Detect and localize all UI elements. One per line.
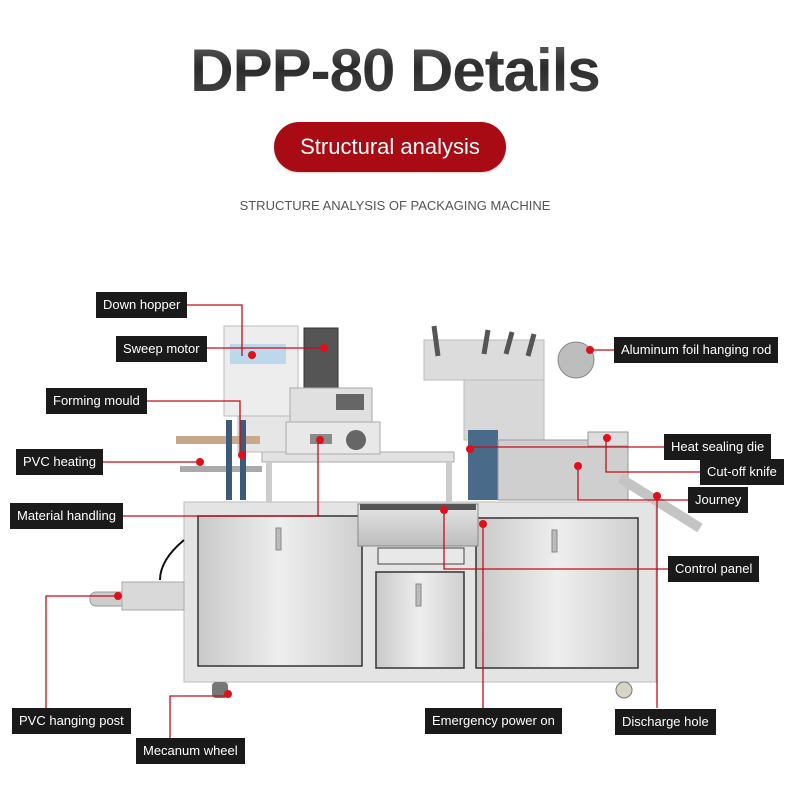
callout-dot bbox=[479, 520, 487, 528]
callout-dot bbox=[466, 445, 474, 453]
wheels bbox=[212, 681, 633, 699]
label-forming-mould: Forming mould bbox=[46, 388, 147, 414]
label-heat-sealing-die: Heat sealing die bbox=[664, 434, 772, 460]
callout-dot bbox=[224, 690, 232, 698]
subtitle: STRUCTURE ANALYSIS OF PACKAGING MACHINE bbox=[239, 198, 551, 213]
callout-dots bbox=[114, 344, 661, 698]
label-material-handling: Material handling bbox=[10, 503, 124, 529]
label-aluminum-foil-hanging-rod: Aluminum foil hanging rod bbox=[614, 337, 779, 363]
callout-dot bbox=[653, 492, 661, 500]
label-down-hopper: Down hopper bbox=[96, 292, 188, 318]
callout-dot bbox=[320, 344, 328, 352]
callout-dot bbox=[586, 346, 594, 354]
callout-dot bbox=[114, 592, 122, 600]
callout-dot bbox=[603, 434, 611, 442]
label-discharge-hole: Discharge hole bbox=[615, 709, 716, 735]
label-emergency-power-on: Emergency power on bbox=[425, 708, 562, 734]
callout-dot bbox=[440, 506, 448, 514]
label-control-panel: Control panel bbox=[668, 556, 760, 582]
callout-dot bbox=[248, 351, 256, 359]
pvc-roll-holder bbox=[89, 539, 185, 611]
label-pvc-heating: PVC heating bbox=[16, 449, 103, 475]
structural-analysis-badge: Structural analysis bbox=[274, 122, 506, 172]
callout-dot bbox=[574, 462, 582, 470]
label-mecanum-wheel: Mecanum wheel bbox=[136, 738, 245, 764]
callout-dot bbox=[316, 436, 324, 444]
machine-cabinet bbox=[183, 501, 657, 683]
label-cut-off-knife: Cut-off knife bbox=[700, 459, 784, 485]
callout-dot bbox=[196, 458, 204, 466]
callout-dot bbox=[238, 451, 246, 459]
leader-lines bbox=[45, 304, 702, 741]
label-sweep-motor: Sweep motor bbox=[116, 336, 207, 362]
label-journey: Journey bbox=[688, 487, 749, 513]
label-pvc-hanging-post: PVC hanging post bbox=[12, 708, 131, 734]
machine-top bbox=[176, 325, 703, 533]
page-title: DPP-80 Details bbox=[0, 36, 790, 105]
